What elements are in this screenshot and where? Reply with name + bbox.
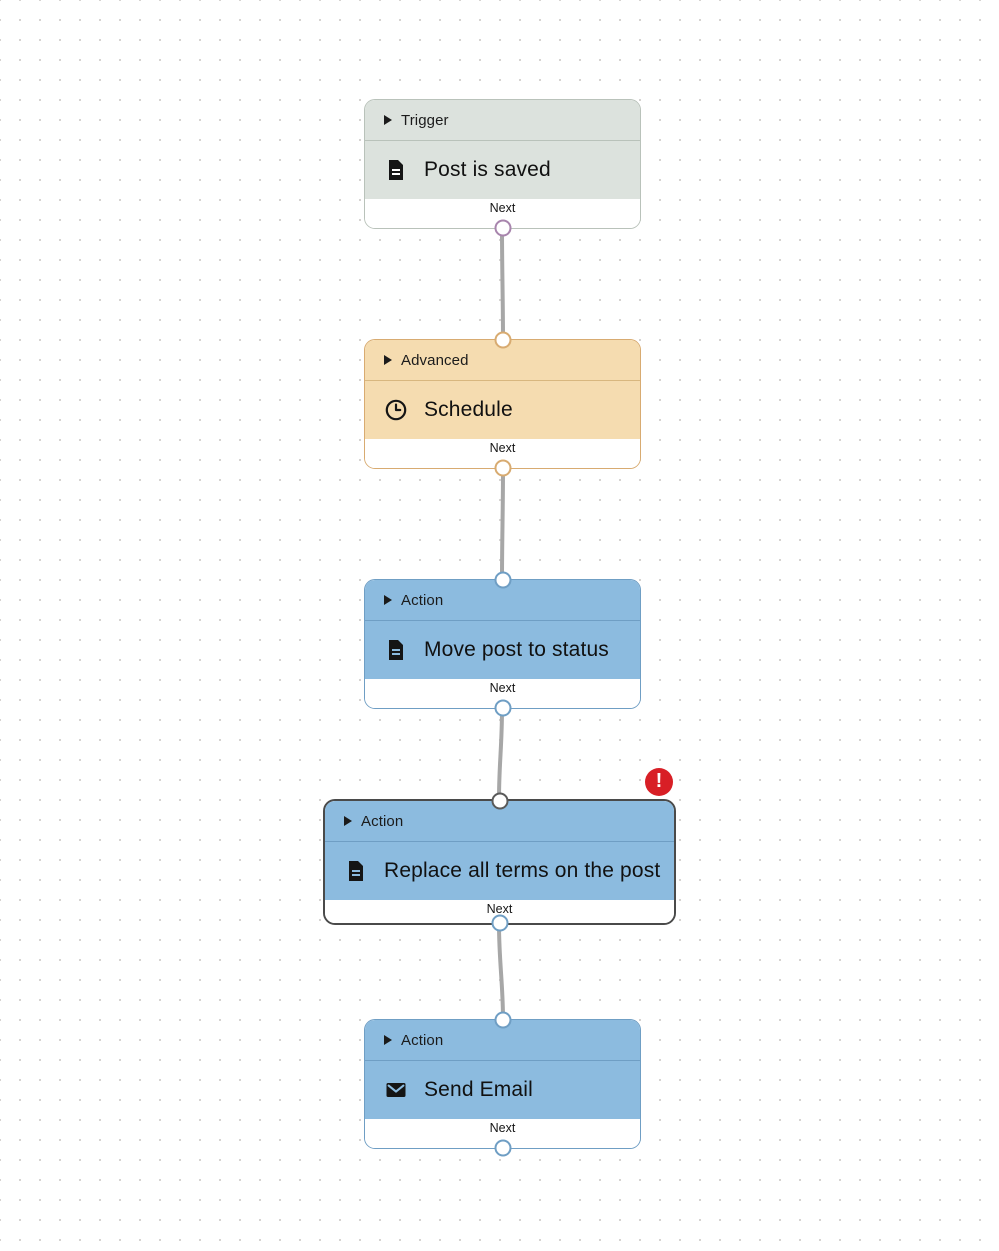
node-inner: Trigger Post is saved Next [365, 100, 640, 228]
node-category-label: Advanced [401, 351, 469, 369]
node-category-label: Action [361, 812, 404, 830]
input-port-action-send-email[interactable] [494, 1011, 511, 1029]
disclosure-triangle-icon[interactable] [384, 595, 392, 605]
node-category-label: Action [401, 591, 444, 609]
workflow-node-advanced-schedule[interactable]: Advanced Schedule Next [364, 331, 641, 477]
output-port-action-send-email[interactable] [494, 1139, 511, 1157]
clock-icon [385, 399, 407, 421]
workflow-node-action-replace-all-terms-on-the-post[interactable]: Action Replace all terms on the post Nex… [323, 792, 676, 932]
node-body-action[interactable]: Move post to status [365, 621, 640, 679]
node-header-trigger[interactable]: Trigger [365, 100, 640, 140]
node-footer-next[interactable]: Next [325, 900, 674, 923]
document-icon [349, 861, 363, 881]
edge-trigger-to-advanced [500, 227, 505, 341]
node-body-action-selected[interactable]: Replace all terms on the post [325, 842, 674, 900]
node-error-badge[interactable]: ! [645, 768, 673, 796]
input-port-action-move-post[interactable] [494, 571, 511, 589]
node-action-label: Send Email [424, 1078, 533, 1101]
output-port-action-replace-terms[interactable] [491, 914, 508, 932]
envelope-icon [386, 1083, 406, 1097]
disclosure-triangle-icon[interactable] [384, 115, 392, 125]
node-body-action[interactable]: Send Email [365, 1061, 640, 1119]
node-divider [365, 140, 640, 141]
document-icon [389, 160, 403, 180]
input-port-action-replace-terms[interactable] [491, 792, 508, 810]
node-category-label: Action [401, 1031, 444, 1049]
edge-replace-terms-to-send-email [497, 923, 505, 1021]
workflow-node-trigger-post-is-saved[interactable]: Trigger Post is saved Next [364, 99, 641, 237]
node-action-label: Move post to status [424, 638, 609, 661]
node-inner: Action Move post to status Next [365, 580, 640, 708]
workflow-node-action-send-email[interactable]: Action Send Email Next [364, 1011, 641, 1157]
disclosure-triangle-icon[interactable] [344, 816, 352, 826]
disclosure-triangle-icon[interactable] [384, 1035, 392, 1045]
edge-move-post-to-replace-terms [497, 707, 504, 801]
output-port-trigger[interactable] [494, 219, 511, 237]
document-icon [389, 640, 403, 660]
node-action-label: Schedule [424, 398, 513, 421]
workflow-node-action-move-post-to-status[interactable]: Action Move post to status Next [364, 571, 641, 717]
output-port-action-move-post[interactable] [494, 699, 511, 717]
node-category-label: Trigger [401, 111, 449, 129]
node-body-trigger[interactable]: Post is saved [365, 141, 640, 199]
node-inner: Action Replace all terms on the post Nex… [325, 801, 674, 923]
output-port-advanced[interactable] [494, 459, 511, 477]
node-divider [325, 841, 674, 842]
node-action-label: Replace all terms on the post [384, 859, 661, 882]
error-exclamation-icon: ! [655, 770, 663, 792]
node-divider [365, 380, 640, 381]
node-action-label: Post is saved [424, 158, 551, 181]
node-body-advanced[interactable]: Schedule [365, 381, 640, 439]
node-divider [365, 1060, 640, 1061]
disclosure-triangle-icon[interactable] [384, 355, 392, 365]
edge-advanced-to-move-post [500, 467, 505, 581]
node-divider [365, 620, 640, 621]
node-inner: Advanced Schedule Next [365, 340, 640, 468]
input-port-advanced[interactable] [494, 331, 511, 349]
node-inner: Action Send Email Next [365, 1020, 640, 1148]
